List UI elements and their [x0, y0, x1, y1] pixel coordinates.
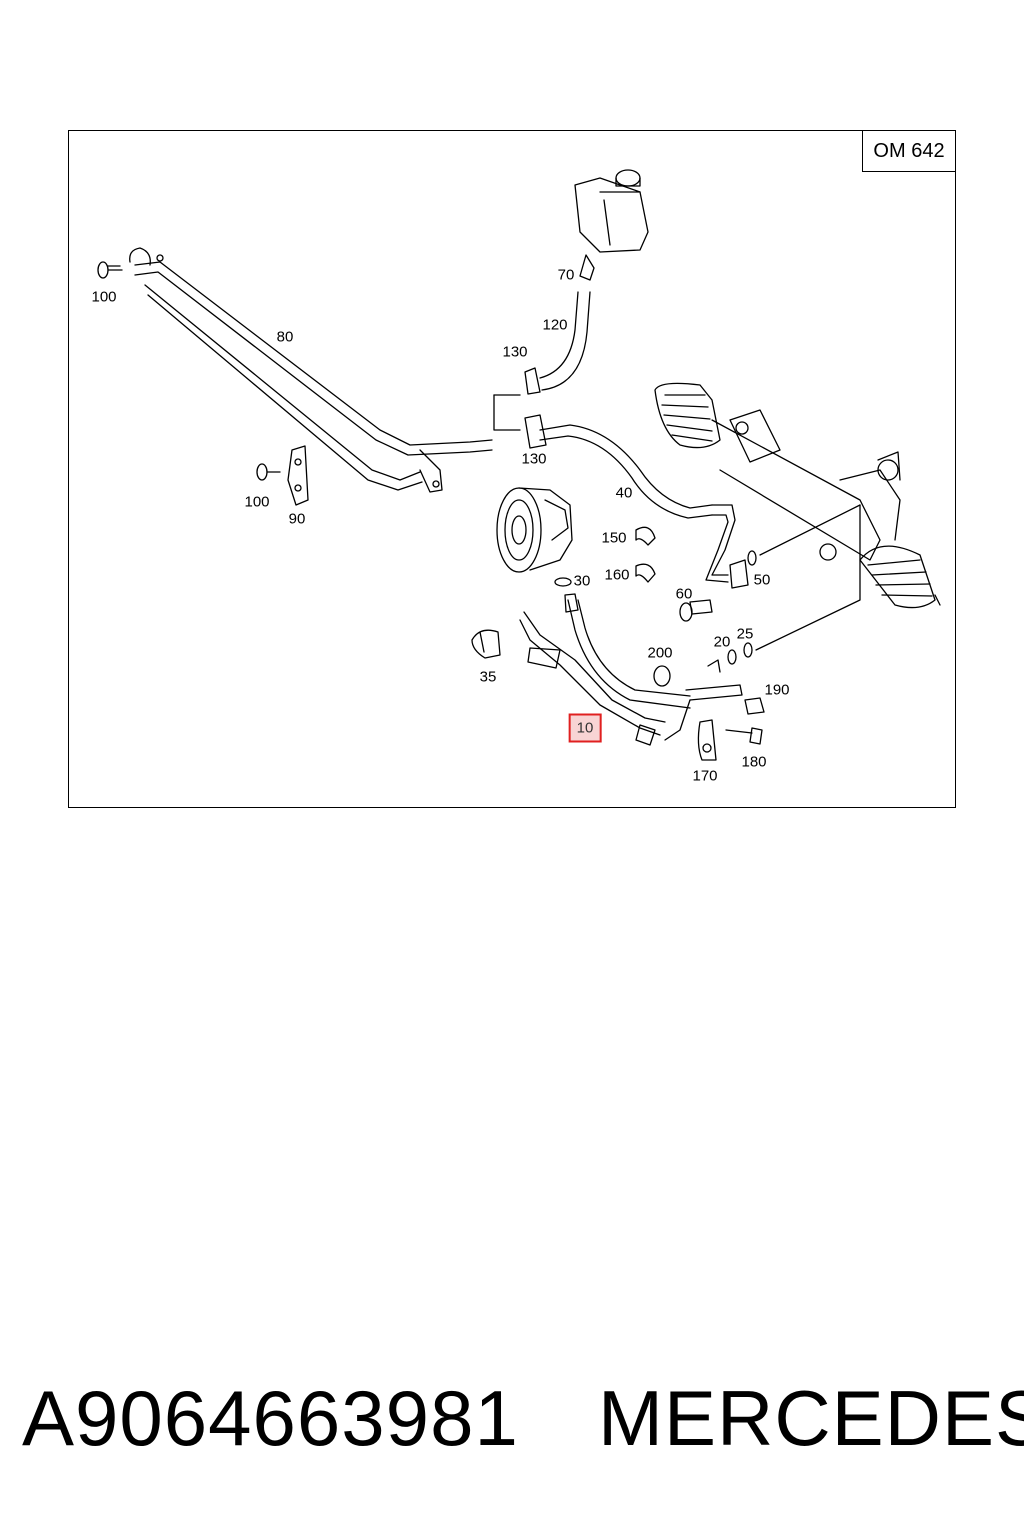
callout-25: 25: [736, 625, 754, 643]
callout-60: 60: [675, 585, 693, 603]
callout-130-upper: 130: [502, 343, 528, 361]
bolt-100-top-drawing: [97, 261, 123, 279]
suction-hose-drawing: [493, 291, 591, 431]
o-rings-drawing: [727, 504, 861, 665]
callout-10-highlighted[interactable]: 10: [568, 713, 602, 743]
brand-text: MERCEDES: [598, 1374, 1024, 1462]
engine-code-label: OM 642: [862, 130, 956, 172]
callout-70: 70: [557, 266, 575, 284]
clamp-150-160-drawing: [635, 526, 656, 583]
callout-20: 20: [713, 633, 731, 651]
callout-100-lower: 100: [244, 493, 270, 511]
callout-80: 80: [276, 328, 294, 346]
callout-120: 120: [542, 316, 568, 334]
callout-35: 35: [479, 668, 497, 686]
callout-100-top: 100: [91, 288, 117, 306]
callout-180: 180: [741, 753, 767, 771]
reservoir-drawing: [574, 169, 649, 281]
callout-170: 170: [692, 767, 718, 785]
parts-diagram: [97, 169, 941, 761]
hose-10-drawing: [519, 593, 743, 746]
washer-200-drawing: [653, 665, 671, 687]
pipe-60-drawing: [679, 504, 749, 622]
callout-160: 160: [604, 566, 630, 584]
callout-190: 190: [764, 681, 790, 699]
callout-90: 90: [288, 510, 306, 528]
steering-gear-drawing: [654, 382, 941, 609]
fasteners-drawing: [697, 659, 765, 761]
part-number-text: A9064663981: [22, 1374, 519, 1462]
diagram-frame: [68, 130, 956, 808]
return-pipe-drawing: [129, 247, 493, 493]
clip-35-drawing: [471, 629, 501, 659]
power-steering-pump-drawing: [496, 487, 573, 587]
callout-50: 50: [753, 571, 771, 589]
callout-150: 150: [601, 529, 627, 547]
callout-30: 30: [573, 572, 591, 590]
callout-130-lower: 130: [521, 450, 547, 468]
bracket-90-drawing: [256, 445, 309, 506]
callout-200: 200: [647, 644, 673, 662]
pressure-hose-40-drawing: [524, 414, 713, 519]
callout-40: 40: [615, 484, 633, 502]
